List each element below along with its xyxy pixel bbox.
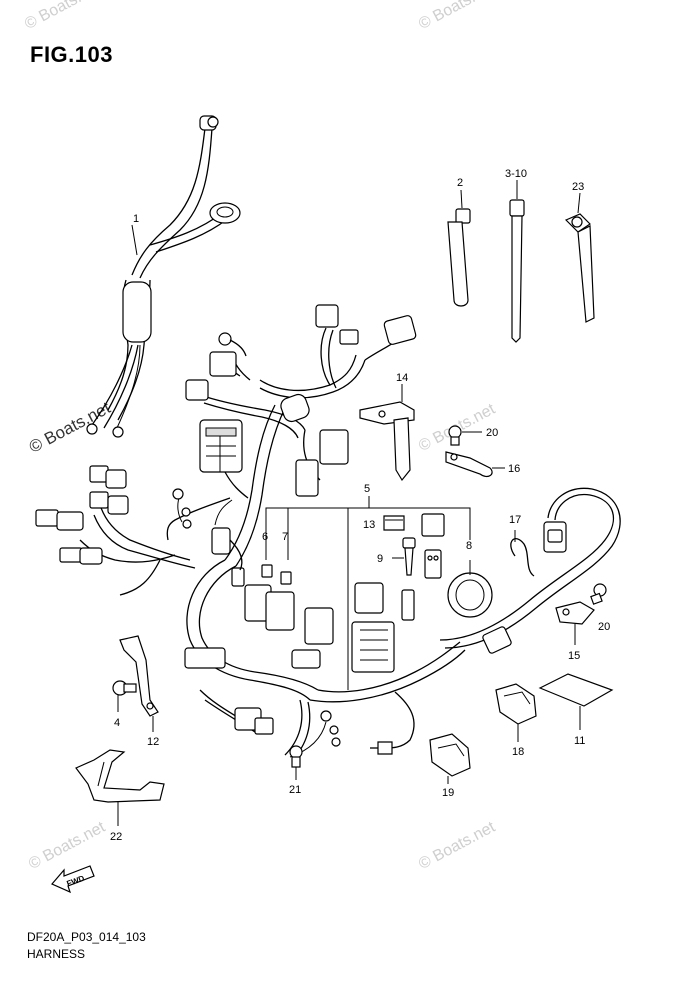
cable-tie-part-23[interactable] (564, 192, 595, 323)
bolt-part-20[interactable] (448, 425, 482, 446)
callout-5: 5 (364, 483, 370, 495)
callout-3-10: 3-10 (505, 168, 527, 180)
bolt-part-21[interactable] (289, 745, 303, 780)
callout-15: 15 (568, 650, 580, 662)
callout-18: 18 (512, 746, 524, 758)
callout-11: 11 (574, 735, 585, 747)
cable-tie-part-2[interactable] (447, 189, 471, 307)
callout-8: 8 (466, 540, 472, 552)
callout-2: 2 (457, 177, 463, 189)
callout-14: 14 (396, 372, 408, 384)
callout-21: 21 (289, 784, 301, 796)
callout-17: 17 (509, 514, 521, 526)
figure-code: DF20A_P03_014_103 (27, 930, 146, 944)
fwd-arrow-icon: FWD (51, 865, 95, 894)
clip-part-17[interactable] (510, 530, 535, 577)
sensor-part-9[interactable] (392, 537, 416, 576)
callout-1: 1 (133, 213, 139, 225)
callout-labels: 1 2 3-10 23 14 20 16 5 13 9 8 6 7 17 20 … (110, 168, 610, 843)
bolt-part-20-right[interactable] (590, 583, 607, 605)
sheet-part-11[interactable] (538, 673, 614, 730)
relay-part-13[interactable] (383, 513, 445, 537)
main-harness-part-5[interactable] (35, 304, 621, 761)
holder-part-19[interactable] (429, 733, 471, 784)
bracket-part-14[interactable] (359, 384, 415, 482)
callout-4: 4 (114, 717, 120, 729)
callout-20-right: 20 (598, 621, 610, 633)
bracket-part-12[interactable] (119, 635, 159, 732)
battery-cable-part-1[interactable] (86, 115, 241, 438)
figure-name: HARNESS (27, 947, 86, 961)
callout-19: 19 (442, 787, 454, 799)
holder-part-18[interactable] (495, 683, 537, 742)
callout-6: 6 (262, 531, 268, 543)
callout-9: 9 (377, 553, 383, 565)
callout-22: 22 (110, 831, 122, 843)
callout-16: 16 (508, 463, 520, 475)
cable-tie-part-3-10[interactable] (509, 180, 525, 343)
callout-20: 20 (486, 427, 498, 439)
bracket-part-22[interactable] (75, 749, 165, 826)
figure-title: FIG.103 (30, 42, 113, 67)
callout-23: 23 (572, 181, 584, 193)
bracket-part-15[interactable] (555, 601, 595, 645)
connector-part-8[interactable] (424, 549, 442, 579)
callout-7: 7 (282, 531, 288, 543)
bolt-part-4[interactable] (112, 680, 137, 712)
callout-13: 13 (363, 519, 375, 531)
clamp-part-16[interactable] (445, 451, 505, 478)
callout-12: 12 (147, 736, 159, 748)
